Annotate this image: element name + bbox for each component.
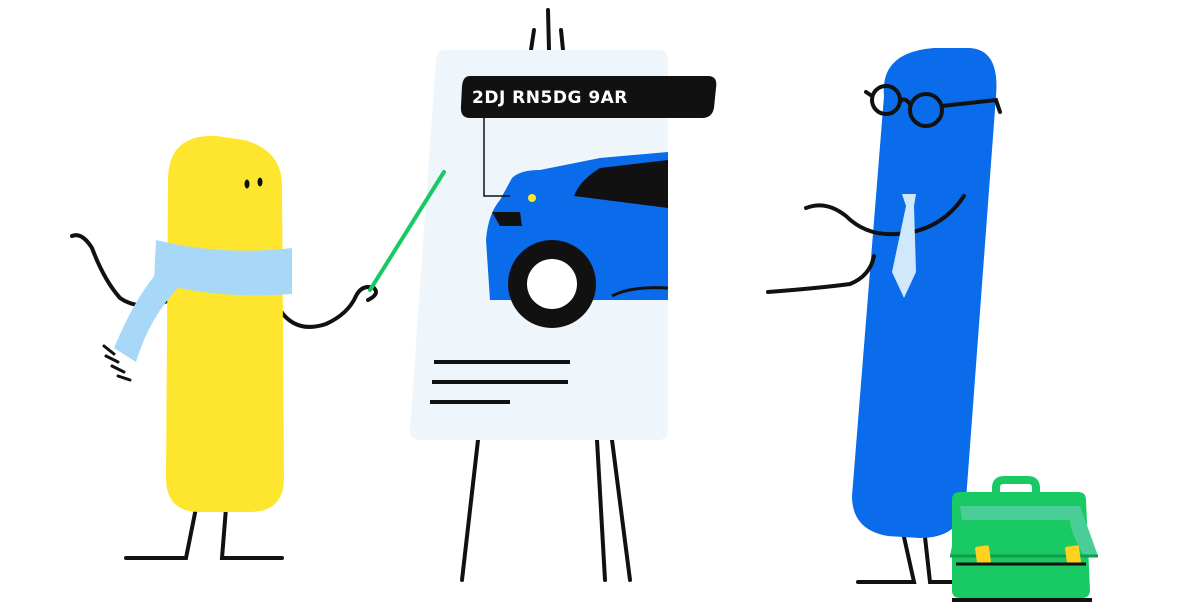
yellow-character-eyes — [244, 177, 263, 189]
yellow-character-legs — [124, 506, 284, 560]
easel-top-hook — [529, 8, 565, 52]
tie-icon — [892, 194, 916, 298]
pointer-stick-icon — [368, 170, 446, 292]
easel-legs — [460, 438, 632, 582]
blue-character-body — [852, 48, 997, 538]
yellow-character — [70, 135, 446, 560]
scarf-icon — [102, 240, 292, 382]
car-icon — [486, 151, 668, 328]
blue-character-smile — [804, 194, 966, 237]
briefcase-buckle-right — [1065, 545, 1081, 565]
yellow-character-body — [166, 135, 284, 512]
briefcase-icon — [950, 476, 1098, 602]
plate-number-text: 2DJ RN5DG 9AR — [472, 88, 628, 108]
board-text-lines — [430, 360, 570, 404]
glasses-icon — [864, 84, 1002, 128]
briefcase-buckle-left — [975, 545, 991, 565]
yellow-character-right-arm — [278, 285, 378, 329]
blue-character-arm — [766, 254, 876, 294]
license-plate-label: 2DJ RN5DG 9AR — [460, 76, 717, 118]
plate-leader-line — [483, 112, 510, 197]
easel: 2DJ RN5DG 9AR — [410, 8, 717, 582]
